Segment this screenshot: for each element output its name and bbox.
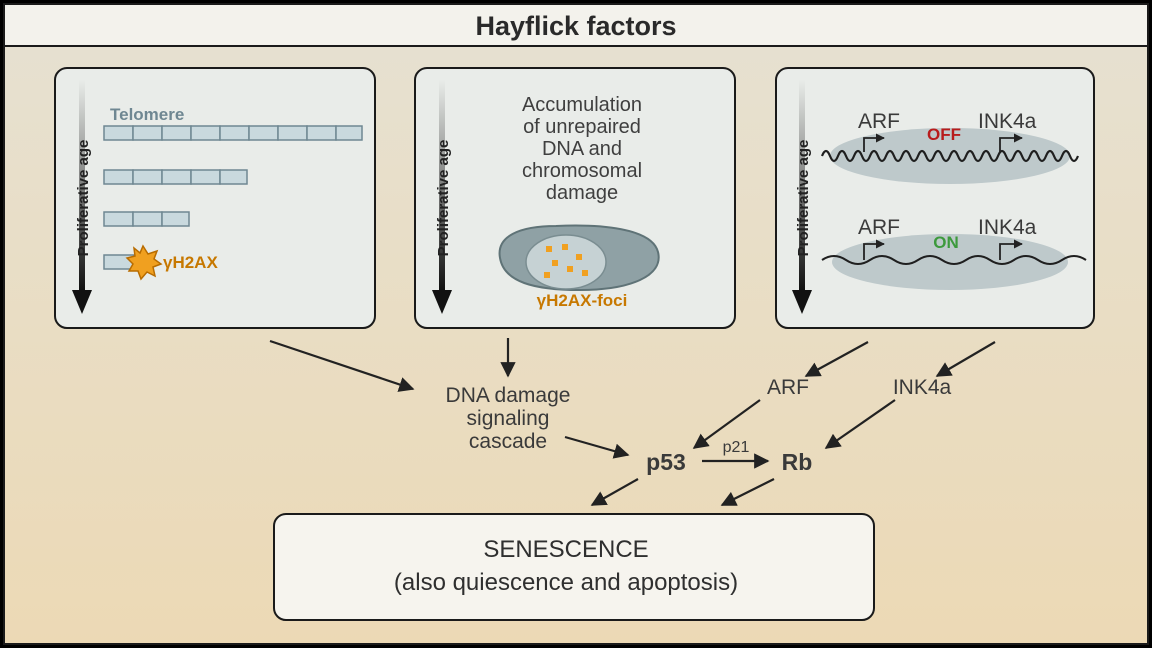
panel-telomere: Proliferative age Telomere γH2AX — [54, 67, 376, 329]
telomere-bar-medium — [103, 169, 248, 185]
panel-dna-damage: Proliferative age Accumulation of unrepa… — [414, 67, 736, 329]
off-state-label: OFF — [927, 125, 961, 144]
arf-gene-label: ARF — [858, 216, 900, 239]
damage-line-2: of unrepaired — [523, 116, 641, 138]
gamma-h2ax-foci-label: γH2AX-foci — [537, 291, 628, 310]
telomere-label: Telomere — [110, 105, 184, 124]
cascade-line-3: cascade — [469, 430, 547, 453]
senescence-sublabel: (also quiescence and apoptosis) — [394, 569, 738, 596]
panel-ink4-locus: Proliferative age ARF OFF INK4a ARF ON I… — [775, 67, 1095, 329]
senescence-label: SENESCENCE — [483, 536, 648, 563]
ink4a-promoter-arrow-icon — [999, 133, 1023, 152]
damage-line-3: DNA and — [542, 138, 622, 160]
telomere-bar-critical — [103, 244, 163, 281]
cascade-line-2: signaling — [467, 407, 550, 430]
gamma-h2ax-label: γH2AX — [163, 253, 218, 272]
telomere-bar-long — [103, 125, 363, 141]
rb-node: Rb — [782, 449, 813, 475]
pathway-arrows — [269, 338, 996, 506]
locus-off: ARF OFF INK4a — [820, 110, 1080, 184]
ink4a-gene-label: INK4a — [978, 216, 1037, 239]
axis-label: Proliferative age — [75, 140, 92, 257]
on-state-label: ON — [933, 233, 959, 252]
damage-line-4: chromosomal — [522, 160, 642, 182]
proliferative-age-axis: Proliferative age — [792, 80, 812, 314]
damage-star-icon — [125, 244, 163, 281]
ink4a-node: INK4a — [893, 376, 952, 399]
proliferative-age-axis: Proliferative age — [432, 80, 452, 314]
senescence-box: SENESCENCE (also quiescence and apoptosi… — [273, 513, 875, 621]
p21-label: p21 — [723, 439, 750, 456]
arf-node: ARF — [767, 376, 809, 399]
proliferative-age-axis: Proliferative age — [72, 80, 92, 314]
ink4a-gene-label: INK4a — [978, 110, 1037, 133]
arf-promoter-arrow-icon — [863, 239, 885, 260]
cell-with-foci-icon — [498, 224, 660, 292]
damage-line-1: Accumulation — [522, 94, 642, 116]
p53-node: p53 — [646, 449, 686, 475]
axis-label: Proliferative age — [795, 140, 812, 257]
ink4a-promoter-arrow-icon — [999, 239, 1023, 260]
arf-gene-label: ARF — [858, 110, 900, 133]
arf-promoter-arrow-icon — [863, 133, 885, 152]
damage-line-5: damage — [546, 182, 618, 204]
dna-damage-cascade-node: DNA damage signaling cascade — [446, 384, 571, 453]
damage-description: Accumulation of unrepaired DNA and chrom… — [522, 94, 642, 204]
locus-on: ARF ON INK4a — [821, 216, 1087, 290]
telomere-bar-short — [103, 211, 190, 227]
axis-label: Proliferative age — [435, 140, 452, 257]
diagram-title: Hayflick factors — [475, 11, 676, 41]
cascade-line-1: DNA damage — [446, 384, 571, 407]
